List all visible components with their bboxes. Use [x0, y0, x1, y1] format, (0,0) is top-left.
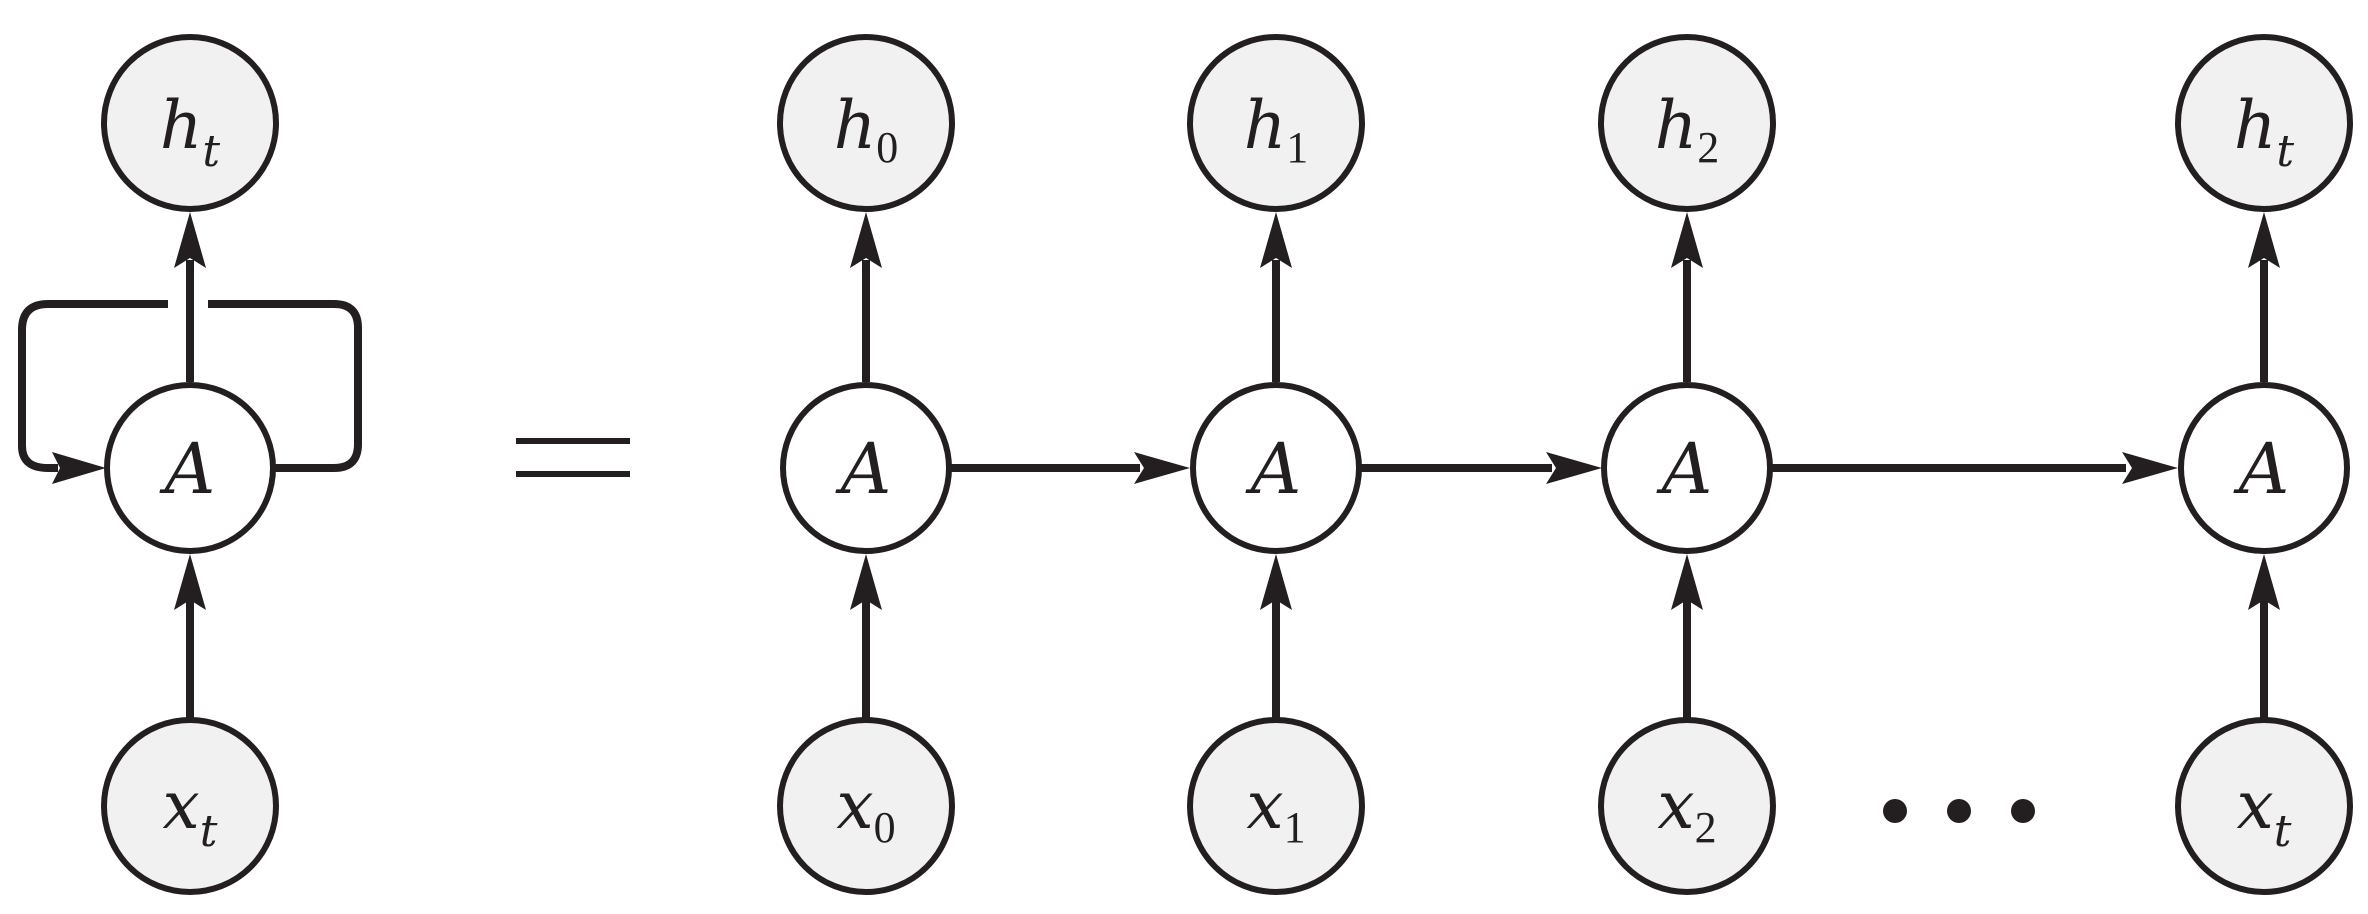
arrow-head [1260, 212, 1292, 268]
input-node-x-0: x0 [777, 717, 955, 895]
cell-node-a: A [1601, 382, 1773, 554]
cell-label: A [2233, 428, 2290, 510]
output-node-h-0: h0 [777, 34, 955, 212]
time-step-1: h1 A x1 [1187, 34, 1365, 895]
svg-text:ht: ht [160, 87, 221, 177]
rolled-rnn: ht A xt [18, 34, 362, 895]
node-base-letter: x [836, 767, 873, 844]
svg-text:xt: xt [163, 767, 218, 857]
equals-sign [516, 438, 630, 477]
node-base-letter: x [2237, 767, 2274, 844]
node-base-letter: h [1244, 87, 1287, 164]
node-base-letter: x [1657, 767, 1694, 844]
cell-label: A [1656, 428, 1713, 510]
input-node-x-1: x1 [1187, 717, 1365, 895]
unrolled-rnn: h0 A x0 h1 [777, 34, 2353, 895]
arrow-head [1671, 554, 1703, 610]
node-base-letter: x [163, 767, 200, 844]
cell-node-a: A [780, 382, 952, 554]
arrow-head [1134, 452, 1190, 484]
node-subscript: 1 [1284, 803, 1306, 852]
arrow-head [2248, 554, 2280, 610]
arrow-head [52, 452, 106, 484]
input-node-x-t: xt [2175, 717, 2353, 895]
output-node-h-t: ht [101, 34, 279, 212]
arrow-head [1671, 212, 1703, 268]
node-subscript: 2 [1695, 803, 1717, 852]
node-subscript: t [2276, 126, 2294, 177]
svg-text:x2: x2 [1657, 767, 1716, 852]
ellipsis [1883, 799, 2035, 823]
node-base-letter: h [160, 87, 203, 164]
svg-text:xt: xt [2237, 767, 2292, 857]
svg-text:x1: x1 [1246, 767, 1305, 852]
node-subscript: 0 [876, 123, 898, 172]
arrow-head [174, 212, 206, 268]
arrow-head [174, 554, 206, 610]
node-base-letter: x [1246, 767, 1283, 844]
svg-text:x0: x0 [836, 767, 895, 852]
input-node-x-t: xt [101, 717, 279, 895]
node-subscript: t [200, 806, 218, 857]
node-subscript: t [202, 126, 220, 177]
ellipsis-dot [1947, 799, 1971, 823]
time-step-0: h0 A x0 [777, 34, 955, 895]
arrow-head [850, 212, 882, 268]
arrow-head [850, 554, 882, 610]
node-base-letter: h [834, 87, 877, 164]
cell-label: A [835, 428, 892, 510]
output-node-h-t: ht [2175, 34, 2353, 212]
recurrent-loop-edge [18, 300, 168, 472]
output-node-h-2: h2 [1598, 34, 1776, 212]
node-subscript: 2 [1697, 123, 1719, 172]
arrow-head [1546, 452, 1602, 484]
node-subscript: 1 [1286, 123, 1308, 172]
node-base-letter: h [2234, 87, 2277, 164]
svg-text:ht: ht [2234, 87, 2295, 177]
cell-label: A [1245, 428, 1302, 510]
node-base-letter: h [1655, 87, 1698, 164]
cell-label: A [159, 428, 216, 510]
arrow-head [1260, 554, 1292, 610]
arrow-head [2122, 452, 2178, 484]
node-subscript: t [2274, 806, 2292, 857]
cell-node-a: A [104, 382, 276, 554]
output-node-h-1: h1 [1187, 34, 1365, 212]
arrow-head [2248, 212, 2280, 268]
svg-text:h0: h0 [834, 87, 899, 172]
time-step-t: ht A xt [2175, 34, 2353, 895]
ellipsis-dot [1883, 799, 1907, 823]
ellipsis-dot [2011, 799, 2035, 823]
cell-node-a: A [1190, 382, 1362, 554]
recurrent-loop-edge [208, 300, 362, 472]
input-node-x-2: x2 [1598, 717, 1776, 895]
time-step-2: h2 A x2 [1598, 34, 1776, 895]
node-subscript: 0 [874, 803, 896, 852]
svg-text:h1: h1 [1244, 87, 1309, 172]
cell-node-a: A [2178, 382, 2350, 554]
svg-text:h2: h2 [1655, 87, 1720, 172]
